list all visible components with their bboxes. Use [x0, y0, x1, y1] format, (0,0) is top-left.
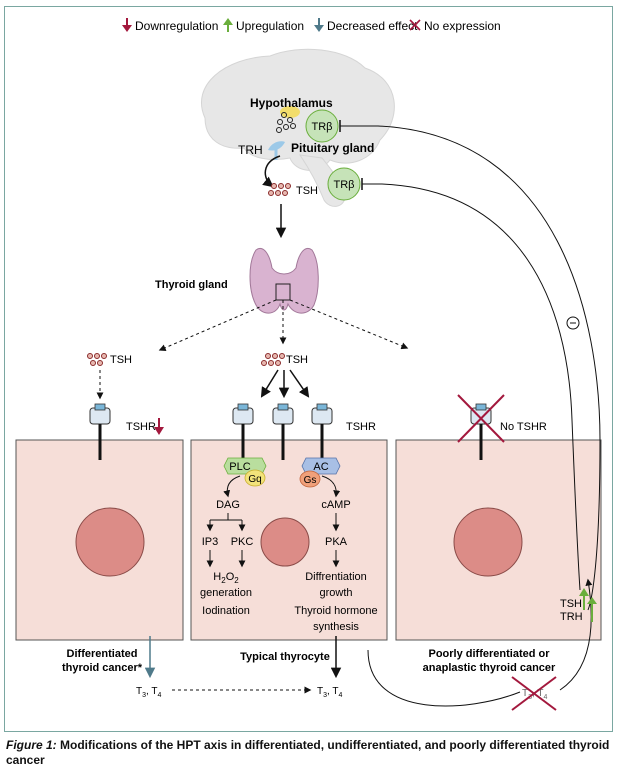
no-expression-icon [409, 19, 421, 31]
tsh-molecules-left [87, 353, 107, 366]
tsh-molecules-top [268, 183, 291, 196]
typical-thyrocyte-title: Typical thyrocyte [240, 651, 330, 663]
pituitary-region [268, 141, 285, 151]
tshr-receptor-middle-2 [272, 403, 294, 460]
differentiation-label: Diffrentiation [305, 571, 367, 583]
ac-to-camp-arrow [321, 475, 341, 498]
legend-downregulation: Downregulation [135, 19, 218, 33]
tsh-label-middle: TSH [286, 354, 308, 366]
tsh-upregulation-icon [579, 588, 589, 610]
figure-caption: Figure 1: Modifications of the HPT axis … [6, 738, 614, 768]
upregulation-icon [223, 18, 233, 32]
nucleus-middle [260, 517, 310, 567]
legend: Downregulation Upregulation Decreased ef… [122, 18, 501, 33]
tsh-arrow-middle-1 [260, 369, 279, 398]
plc-label: PLC [229, 461, 250, 473]
brain-illustration [200, 48, 395, 207]
poorly-differentiated-title-2: anaplastic thyroid cancer [423, 662, 556, 674]
generation-label: generation [200, 587, 252, 599]
tsh-label-left: TSH [110, 354, 132, 366]
trh-label: TRH [238, 143, 263, 157]
growth-label: growth [319, 587, 352, 599]
no-tshr-label: No TSHR [500, 421, 547, 433]
hypothalamus-label: Hypothalamus [250, 96, 333, 110]
ip3-label: IP3 [202, 536, 219, 548]
trb-receptor-pituitary: TRβ [327, 167, 361, 201]
figure-panel [4, 6, 613, 732]
feedback-up-arrow [559, 578, 593, 691]
iodination-label: Iodination [202, 605, 250, 617]
no-t3-t4-cross-icon [511, 676, 557, 711]
trb-receptor-hypothalamus: TRβ [305, 109, 339, 143]
tshr-receptor-middle-1 [232, 403, 254, 460]
t3-t4-left: T3, T4 [136, 686, 162, 699]
plc-gq-complex [223, 457, 267, 487]
poorly-differentiated-title: Poorly differentiated or [428, 648, 550, 660]
svg-text:TRβ: TRβ [312, 121, 333, 133]
h2o2-label: H2O2 [213, 571, 239, 585]
tshr-label-left: TSHR [126, 421, 156, 433]
thyroid-hormone-label: Thyroid hormone [294, 605, 377, 617]
pituitary-gland-label: Pituitary gland [291, 141, 374, 155]
pkc-label: PKC [231, 536, 254, 548]
dag-branch [206, 513, 246, 532]
camp-label: cAMP [321, 499, 350, 511]
trh-to-tsh-arrow [262, 155, 281, 188]
gq-label: Gq [248, 474, 261, 485]
tsh-molecules-middle [261, 353, 285, 366]
minus-circle-icon [566, 316, 580, 330]
synthesis-label: synthesis [313, 621, 359, 633]
nucleus-right [453, 507, 523, 577]
trh-upregulation-icon [587, 597, 597, 622]
tsh-label-top: TSH [296, 185, 318, 197]
caption-lead: Figure 1: [6, 738, 57, 752]
thyroid-gland-label: Thyroid gland [155, 279, 228, 291]
legend-upregulation: Upregulation [236, 19, 304, 33]
feedback-tsh-label: TSH [560, 598, 582, 610]
pka-label: PKA [325, 536, 348, 548]
legend-decreased-effect: Decreased effect [327, 19, 418, 33]
thyroid-gland [249, 248, 319, 314]
legend-no-expression: No expression [424, 19, 501, 33]
svg-text:TRβ: TRβ [334, 179, 355, 191]
dashed-arrow-left [158, 299, 277, 351]
negative-feedback-hypothalamus [340, 125, 601, 611]
dag-label: DAG [216, 499, 240, 511]
tshr-receptor-left [89, 403, 111, 460]
thyrocyte-to-feedback-curve [367, 649, 521, 707]
tshr-receptor-middle-3 [311, 403, 333, 460]
differentiated-title-2: thyroid cancer* [62, 662, 143, 674]
differentiated-title: Differentiated [67, 648, 138, 660]
t3-t4-right: T3, T4 [317, 686, 343, 699]
no-tshr-cross-icon [457, 394, 505, 443]
negative-feedback-pituitary [362, 183, 581, 591]
plc-to-dag-arrow [223, 475, 241, 498]
tshr-label-middle: TSHR [346, 421, 376, 433]
tsh-arrow-middle-3 [289, 369, 310, 398]
ac-gs-complex [299, 457, 341, 488]
tshr-downregulation-icon [154, 418, 164, 435]
nucleus-left [75, 507, 145, 577]
feedback-trh-label: TRH [560, 611, 583, 623]
caption-body: Modifications of the HPT axis in differe… [6, 738, 610, 767]
ac-label: AC [313, 461, 328, 473]
downregulation-icon [122, 18, 132, 32]
decreased-effect-icon [314, 18, 324, 32]
dashed-arrow-right [289, 299, 409, 350]
trh-molecules [276, 112, 296, 133]
gs-label: Gs [304, 475, 317, 486]
hypothalamus-region [280, 106, 300, 118]
